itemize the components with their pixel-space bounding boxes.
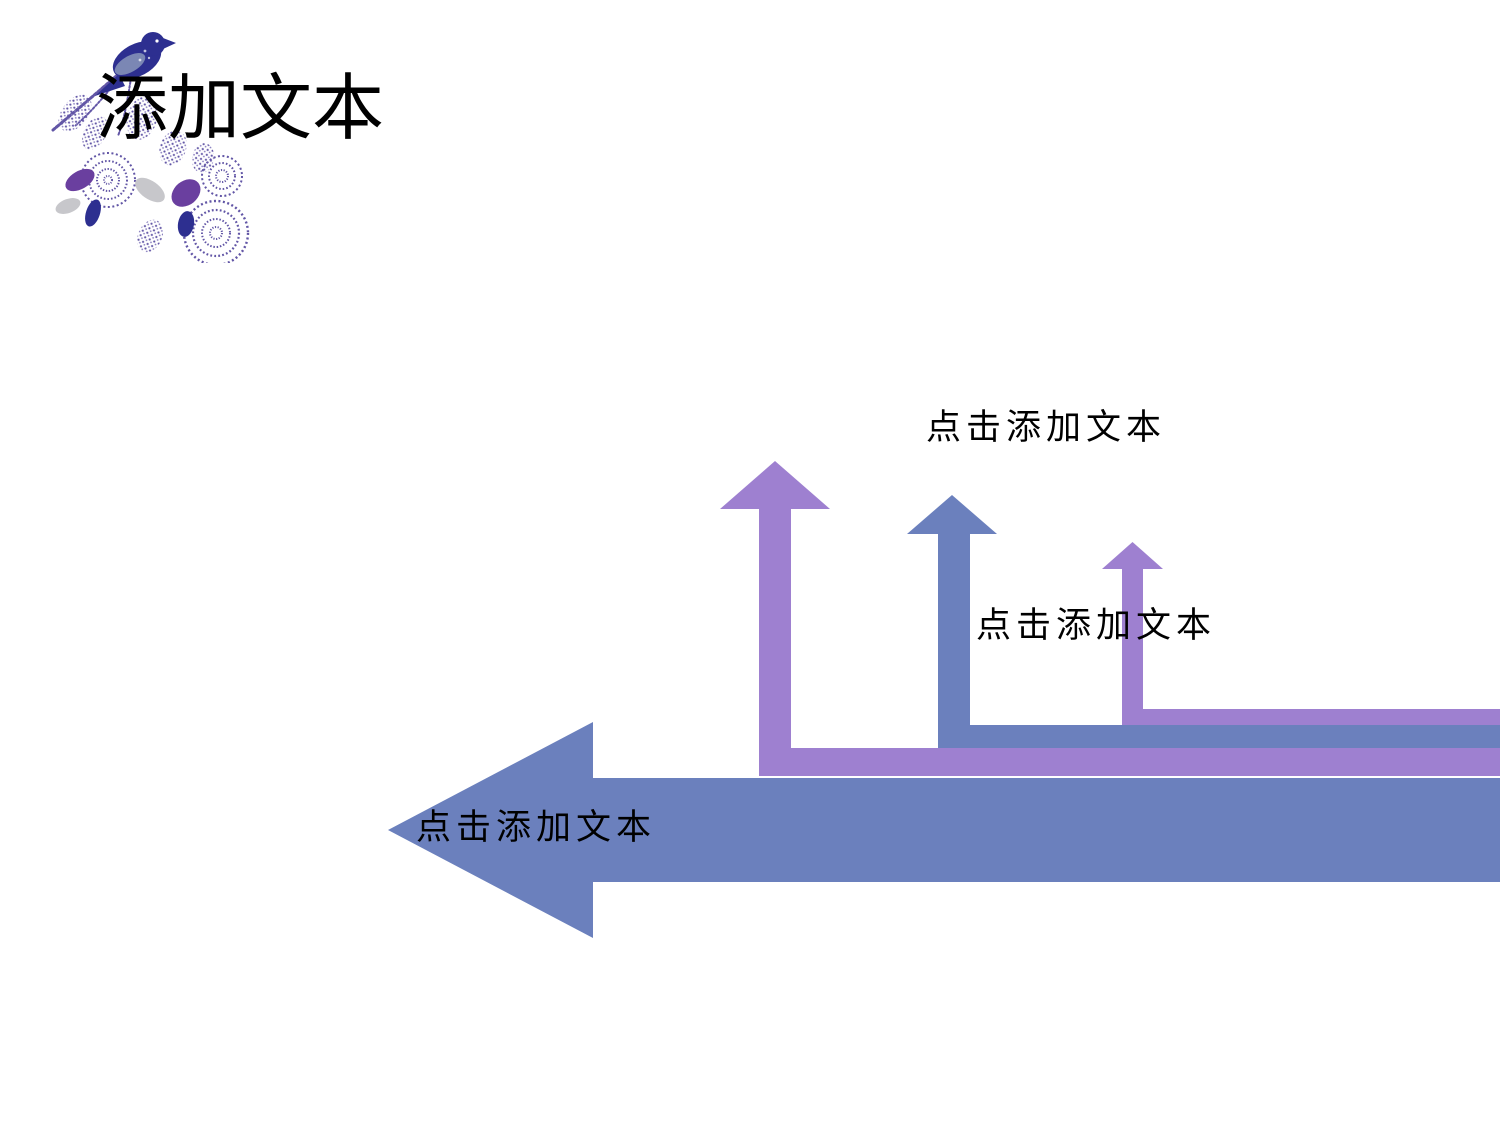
text-placeholder-middle[interactable]: 点击添加文本 [976,606,1217,645]
purple-branch-rail[interactable] [759,748,1500,776]
floral-bird-decoration [51,32,250,263]
chrysanthemum-flower-icon [80,152,250,263]
slide-title[interactable]: 添加文本 [96,69,385,149]
small-purple-up-arrow-head[interactable] [1102,542,1163,569]
blue-branch-rail[interactable] [938,725,1500,748]
purple-up-arrow-head[interactable] [720,461,830,509]
blue-up-arrow-head[interactable] [907,495,997,534]
small-purple-branch-rail[interactable] [1122,709,1500,725]
purple-up-arrow-stem[interactable] [759,507,791,776]
text-placeholder-arrow[interactable]: 点击添加文本 [416,808,657,847]
big-left-arrow-body[interactable] [592,778,1500,882]
text-placeholder-top[interactable]: 点击添加文本 [926,408,1167,447]
speckled-leaves-icon [58,94,215,253]
bird-icon [95,32,176,96]
small-purple-up-arrow-stem[interactable] [1122,568,1143,725]
blue-up-arrow-stem[interactable] [938,532,970,748]
leaf-icon [55,168,201,237]
